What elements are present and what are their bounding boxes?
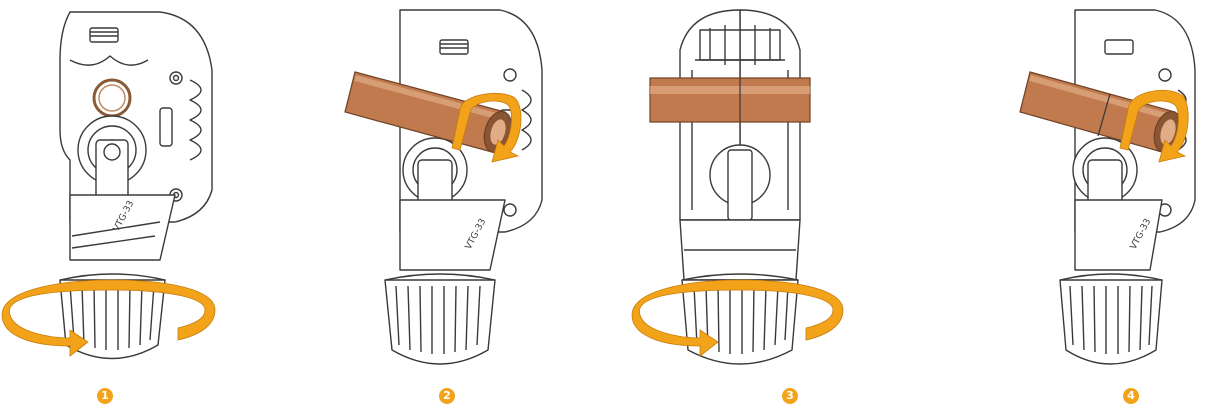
step-1-panel: VTG-33 1	[0, 0, 300, 410]
step-number-badge: 2	[439, 388, 455, 404]
pipe-cutter-illustration-3	[631, 9, 844, 365]
rotate-cutter-arrow-icon	[451, 92, 522, 163]
copper-pipe	[1019, 71, 1183, 154]
step-2-panel: VTG-33 2	[300, 0, 600, 410]
step-4-panel: VTG-33 4	[900, 0, 1200, 410]
step-3-panel: 3	[600, 0, 900, 410]
step-number-badge: 4	[1123, 388, 1139, 404]
pipe-cutter-illustration-1: VTG-33	[1, 11, 216, 360]
step-number-badge: 1	[97, 388, 113, 404]
pipe-cutter-illustration-2: VTG-33	[344, 9, 543, 365]
rotate-knob-arrow-icon	[631, 279, 844, 357]
rotate-knob-arrow-icon	[1, 279, 216, 357]
step-number-badge: 3	[782, 388, 798, 404]
pipe-cutter-illustration-4: VTG-33	[1019, 9, 1196, 365]
rotate-cutter-arrow-icon	[1119, 89, 1189, 163]
copper-pipe	[649, 77, 811, 123]
